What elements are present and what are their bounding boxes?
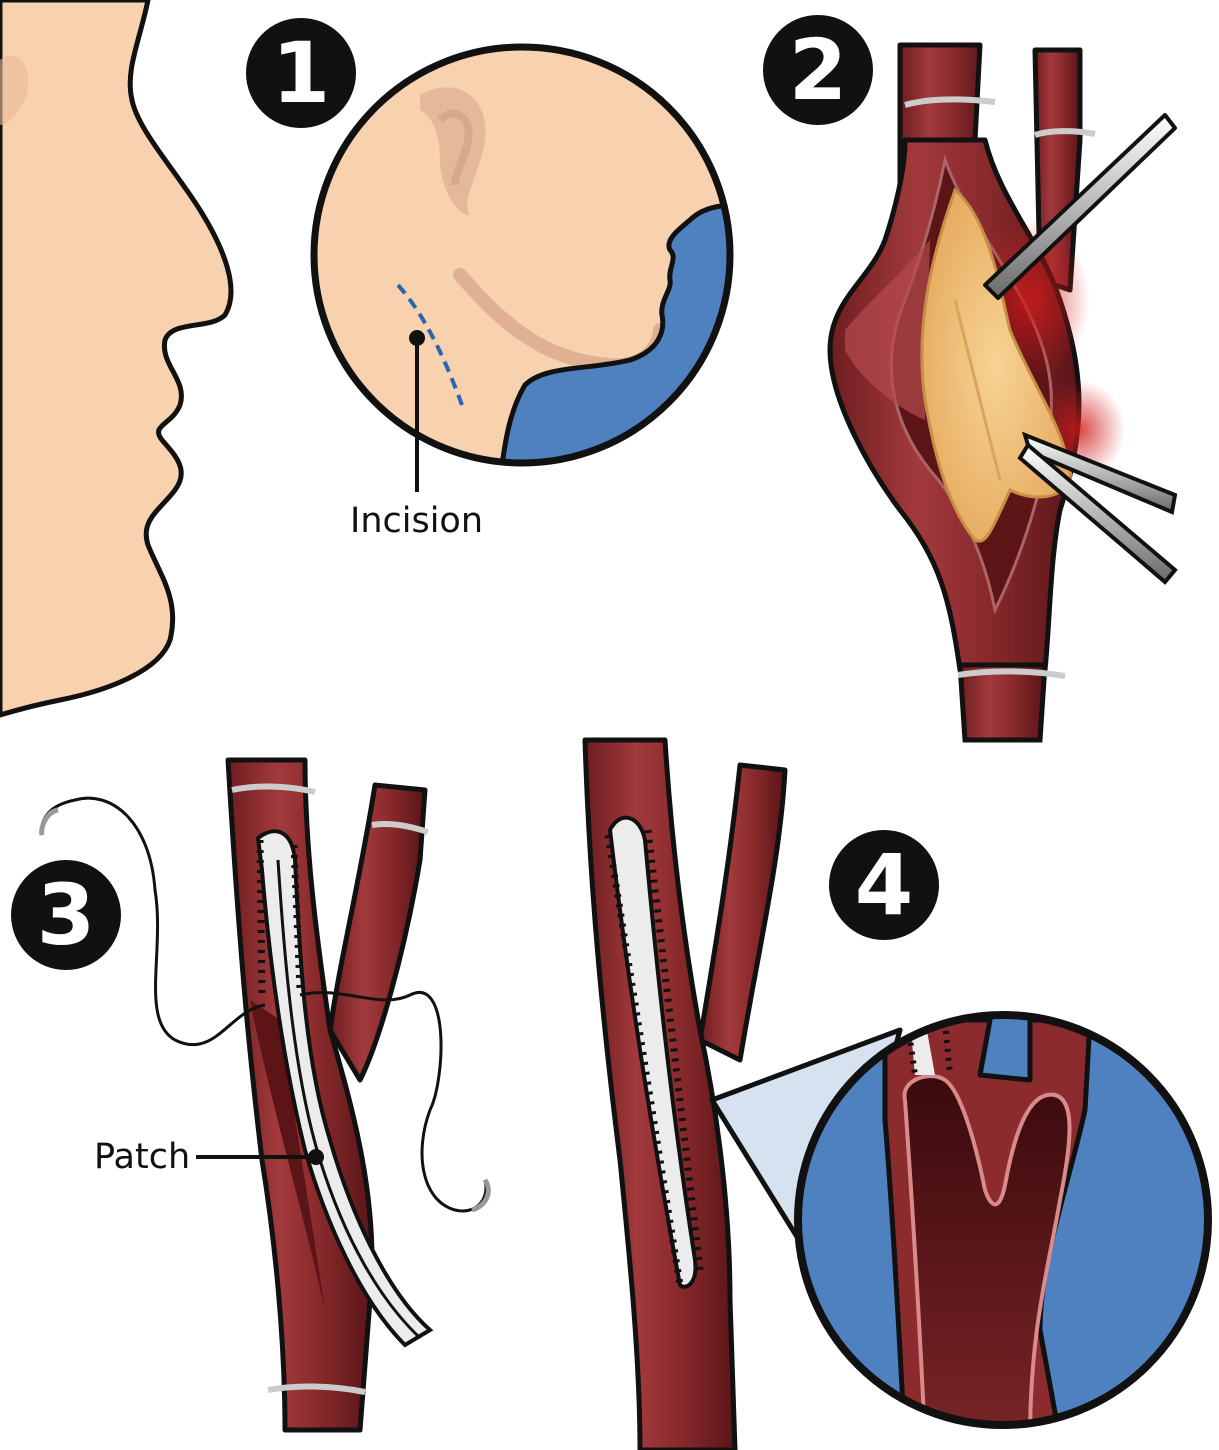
incision-label: Incision (350, 501, 483, 541)
step-1-panel: Incision 1 (246, 18, 750, 541)
step-3-number: 3 (37, 866, 95, 964)
step-2-number: 2 (789, 21, 847, 119)
face-profile (0, 0, 231, 715)
step-4-panel: 4 (585, 740, 1219, 1450)
step-1-number: 1 (272, 24, 330, 122)
patch-label: Patch (94, 1137, 190, 1177)
step-2-panel: 2 (763, 15, 1175, 750)
step-3-panel: Patch 3 (11, 760, 488, 1450)
step-4-number: 4 (855, 836, 913, 934)
